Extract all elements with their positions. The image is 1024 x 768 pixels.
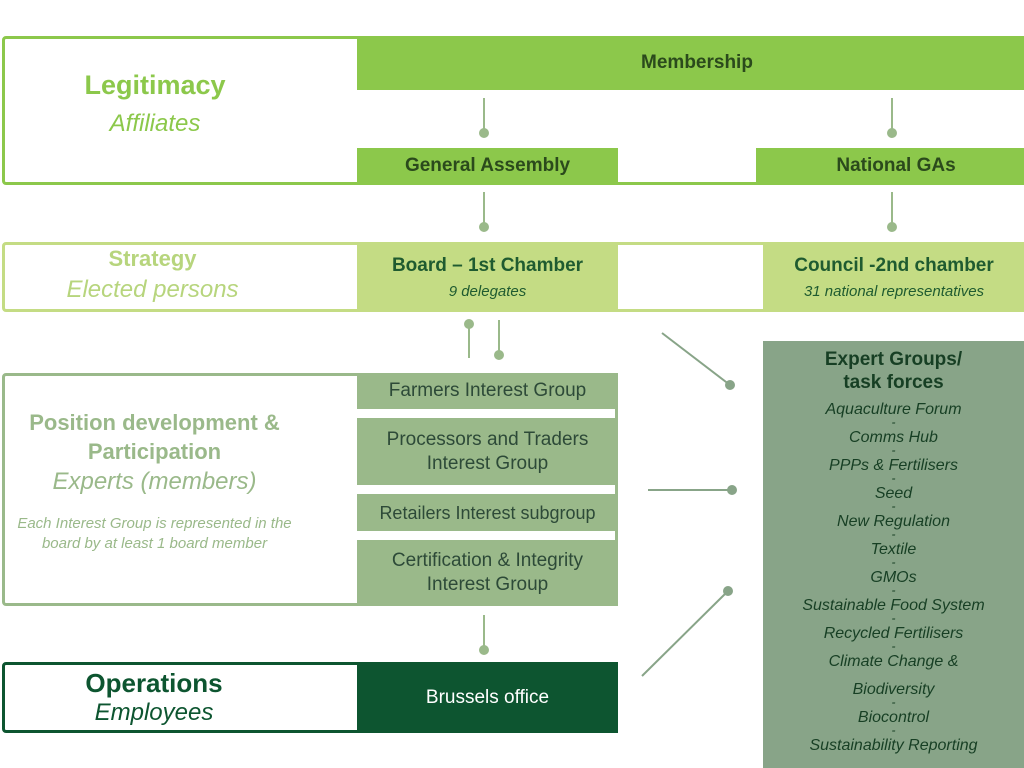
position-note: Each Interest Group is represented in th… xyxy=(17,515,292,552)
brussels-office-box: Brussels office xyxy=(357,662,618,733)
expert-group-item: Aquaculture Forum xyxy=(825,401,962,418)
brussels-office-label: Brussels office xyxy=(425,686,550,708)
interest-group-label: Certification & Integrity Interest Group xyxy=(391,550,584,595)
national-gas-box: National GAs xyxy=(756,148,1024,184)
connector-board-experts xyxy=(661,332,731,386)
connector-dot xyxy=(479,222,489,232)
expert-group-item: -GMOs xyxy=(870,555,917,586)
interest-group-label: Farmers Interest Group xyxy=(388,380,587,401)
expert-group-item: -Comms Hub xyxy=(849,415,938,446)
interest-group-label: Retailers Interest subgroup xyxy=(379,502,596,523)
membership-box: Membership xyxy=(357,36,1024,90)
expert-group-item: -Recycled Fertilisers xyxy=(823,611,964,642)
expert-groups-list: Aquaculture Forum -Comms Hub -PPPs & Fer… xyxy=(763,398,1024,762)
expert-group-item: -Climate Change & xyxy=(828,639,959,670)
connector-dot xyxy=(723,586,733,596)
position-title: Position development & Participation xyxy=(29,410,280,464)
connector-dot xyxy=(494,350,504,360)
council-sub: 31 national representatives xyxy=(803,282,985,300)
connector-dot xyxy=(464,319,474,329)
connector-dot xyxy=(887,222,897,232)
expert-group-item: -Sustainability Reporting xyxy=(809,723,978,754)
expert-group-item: -New Regulation xyxy=(837,499,950,530)
connector-dot xyxy=(725,380,735,390)
operations-title: Operations xyxy=(85,668,223,698)
legitimacy-subtitle: Affiliates xyxy=(109,110,201,137)
expert-group-item: -Sustainable Food System xyxy=(802,583,985,614)
expert-groups-title: Expert Groups/ task forces xyxy=(824,349,963,393)
strategy-subtitle: Elected persons xyxy=(66,276,239,303)
interest-group-box: Farmers Interest Group xyxy=(357,373,618,409)
connector-dot xyxy=(479,128,489,138)
expert-group-item: -PPPs & Fertilisers xyxy=(829,443,958,474)
expert-group-item: -Biocontrol xyxy=(857,695,930,726)
interest-group-box: Processors and Traders Interest Group xyxy=(357,418,618,485)
connector-dot xyxy=(727,485,737,495)
general-assembly-label: General Assembly xyxy=(404,155,571,176)
connector-dot xyxy=(479,645,489,655)
connector-ops-experts xyxy=(641,590,729,677)
legitimacy-title: Legitimacy xyxy=(84,70,226,100)
board-box: Board – 1st Chamber 9 delegates xyxy=(357,242,618,312)
expert-group-item: -Textile xyxy=(870,527,917,558)
membership-label: Membership xyxy=(641,52,753,73)
interest-group-label: Processors and Traders Interest Group xyxy=(386,428,589,474)
connector-dot xyxy=(887,128,897,138)
position-frame xyxy=(2,373,618,606)
council-title: Council -2nd chamber xyxy=(794,254,994,276)
national-gas-label: National GAs xyxy=(836,155,956,176)
interest-group-box: Retailers Interest subgroup xyxy=(357,494,618,531)
expert-group-item: Biodiversity xyxy=(852,681,935,698)
expert-groups-panel xyxy=(763,341,1024,768)
strategy-title: Strategy xyxy=(108,246,197,271)
position-subtitle: Experts (members) xyxy=(52,468,257,495)
board-title: Board – 1st Chamber xyxy=(391,254,584,276)
operations-subtitle: Employees xyxy=(94,699,214,726)
general-assembly-box: General Assembly xyxy=(357,148,618,184)
expert-group-item: -Seed xyxy=(874,471,913,502)
council-box: Council -2nd chamber 31 national represe… xyxy=(763,242,1024,312)
board-sub: 9 delegates xyxy=(448,282,527,300)
interest-group-box: Certification & Integrity Interest Group xyxy=(357,540,618,606)
